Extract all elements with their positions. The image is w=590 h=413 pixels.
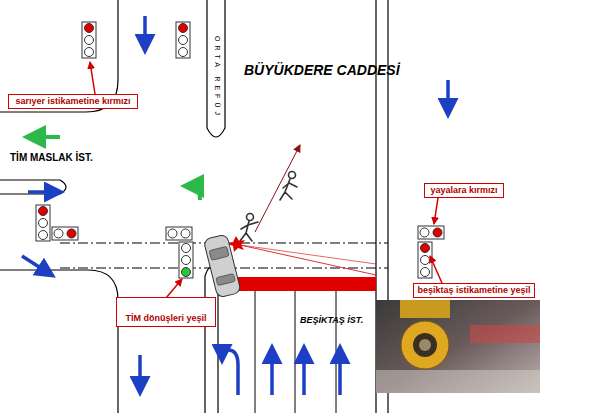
callout-leaders xyxy=(90,62,442,298)
button-photo xyxy=(376,300,540,393)
impact-star xyxy=(228,236,245,252)
traffic-lights xyxy=(39,207,48,216)
green-turn-arrows xyxy=(188,186,200,200)
blue-traffic-arrows xyxy=(338,350,342,395)
callout-box: TİM dönüşleri yeşil xyxy=(116,297,216,327)
traffic-lights xyxy=(421,268,430,277)
traffic-lights xyxy=(418,242,432,278)
traffic-lights xyxy=(52,227,78,240)
lane-lines xyxy=(255,291,256,413)
callout-leaders xyxy=(166,279,182,298)
callout-text: yayalara kırmızı xyxy=(425,185,503,196)
pedestrian-paths xyxy=(255,145,300,232)
button-photo xyxy=(401,321,449,369)
blue-traffic-arrows xyxy=(302,350,306,395)
button-photo xyxy=(376,300,540,393)
traffic-lights xyxy=(54,229,63,238)
pedestrian-figures xyxy=(240,172,297,242)
traffic-lights xyxy=(176,22,190,58)
traffic-lights xyxy=(181,229,190,238)
pedestrian-paths xyxy=(240,245,376,275)
lane-lines xyxy=(336,291,337,413)
traffic-lights xyxy=(85,48,94,57)
button-photo xyxy=(376,370,540,393)
callout-text: sarıyer istikametine kırmızı xyxy=(9,96,137,107)
traffic-lights xyxy=(39,231,48,240)
direction-label: BEŞİKTAŞ İST. xyxy=(300,315,363,325)
traffic-lights xyxy=(182,268,191,277)
callout-text: TİM dönüşleri yeşil xyxy=(117,313,215,324)
stop-bar xyxy=(216,277,376,291)
blue-traffic-arrows xyxy=(270,350,274,395)
traffic-lights xyxy=(182,256,191,265)
green-turn-arrows xyxy=(30,137,200,200)
car xyxy=(216,273,235,285)
traffic-lights xyxy=(182,244,191,253)
traffic-lights xyxy=(418,226,444,239)
pedestrian-figures xyxy=(289,172,296,179)
road-edges xyxy=(0,270,118,413)
button-photo xyxy=(413,333,437,357)
median-label: ORTA REFÜJ xyxy=(214,36,221,119)
callout-text: beşiktaş istikametine yeşil xyxy=(414,285,534,296)
road-edges xyxy=(207,0,225,137)
car xyxy=(209,246,229,260)
traffic-lights xyxy=(36,22,444,278)
blue-traffic-arrows xyxy=(143,16,147,48)
blue-traffic-arrows xyxy=(222,350,238,395)
traffic-lights xyxy=(420,228,429,237)
callout-leaders xyxy=(430,256,442,283)
blue-traffic-arrows xyxy=(28,190,58,194)
pedestrian-paths xyxy=(240,245,376,264)
traffic-lights xyxy=(67,229,76,238)
traffic-lights xyxy=(179,24,188,33)
traffic-lights xyxy=(179,36,188,45)
green-turn-arrows xyxy=(30,135,60,139)
traffic-lights xyxy=(82,22,96,58)
traffic-lights xyxy=(36,205,50,241)
traffic-lights xyxy=(421,244,430,253)
pedestrian-figures xyxy=(280,179,297,200)
lane-lines xyxy=(295,291,296,413)
callout-box: sarıyer istikametine kırmızı xyxy=(8,94,138,109)
blue-traffic-arrows xyxy=(22,256,50,274)
traffic-lights xyxy=(168,229,177,238)
traffic-lights xyxy=(85,36,94,45)
traffic-lights xyxy=(85,24,94,33)
traffic-lights xyxy=(179,48,188,57)
button-photo xyxy=(470,325,540,343)
pedestrian-paths xyxy=(240,145,376,275)
blue-traffic-arrows xyxy=(138,355,142,390)
blue-traffic-arrows xyxy=(446,80,450,112)
callout-box: beşiktaş istikametine yeşil xyxy=(413,283,535,298)
traffic-lights xyxy=(179,242,193,278)
pedestrian-figures xyxy=(240,221,258,241)
street-name: BÜYÜKDERE CADDESİ xyxy=(244,62,400,78)
callout-box: yayalara kırmızı xyxy=(424,183,504,198)
button-photo xyxy=(400,300,450,318)
road-edges xyxy=(0,0,388,413)
direction-label: TİM MASLAK İST. xyxy=(10,152,93,163)
traffic-lights xyxy=(433,228,442,237)
road-edges xyxy=(0,180,66,194)
pedestrian-figures xyxy=(247,214,254,221)
traffic-lights xyxy=(421,256,430,265)
callout-leaders xyxy=(434,198,438,224)
button-photo xyxy=(419,339,431,351)
lane-lines xyxy=(255,291,336,413)
traffic-lights xyxy=(39,219,48,228)
callout-leaders xyxy=(90,62,95,94)
traffic-lights xyxy=(166,227,192,240)
